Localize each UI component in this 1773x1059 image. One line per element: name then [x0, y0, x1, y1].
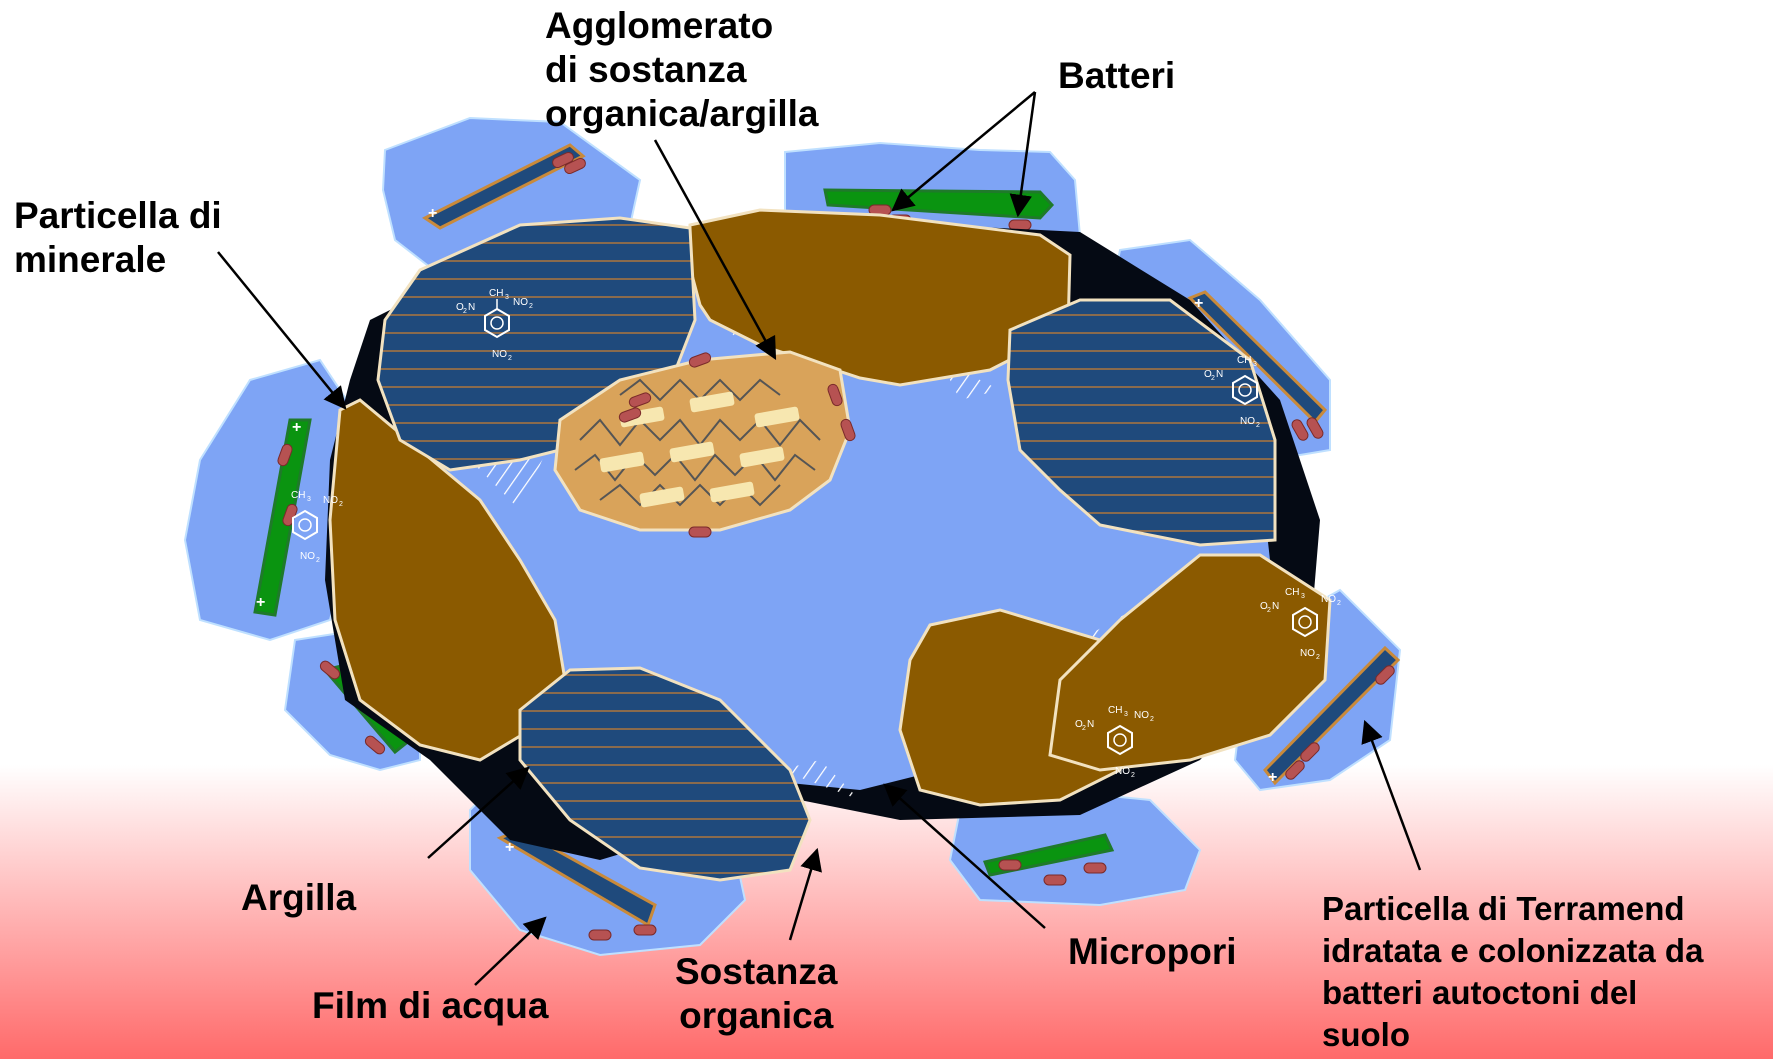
label-particella-terramend: Particella di Terramend idratata e colon… [1322, 888, 1703, 1056]
svg-text:3: 3 [307, 496, 311, 503]
svg-text:+: + [256, 594, 265, 611]
svg-text:3: 3 [1301, 593, 1305, 600]
svg-text:2: 2 [1150, 716, 1154, 723]
svg-text:+: + [1268, 769, 1277, 786]
svg-text:CH: CH [1237, 355, 1251, 366]
svg-text:NO: NO [1321, 594, 1336, 605]
label-agglomerato: Agglomerato di sostanza organica/argilla [545, 4, 819, 136]
svg-text:2: 2 [1082, 725, 1086, 732]
svg-text:N: N [468, 302, 475, 313]
svg-text:N: N [1272, 601, 1279, 612]
svg-text:NO: NO [300, 551, 315, 562]
svg-text:CH: CH [489, 288, 503, 299]
svg-text:+: + [428, 205, 437, 222]
svg-text:CH: CH [1108, 705, 1122, 716]
svg-text:2: 2 [339, 501, 343, 508]
svg-text:+: + [292, 419, 301, 436]
svg-text:NO: NO [513, 297, 528, 308]
label-batteri: Batteri [1058, 54, 1175, 98]
svg-text:NO: NO [323, 495, 338, 506]
svg-text:2: 2 [529, 303, 533, 310]
svg-text:N: N [1216, 369, 1223, 380]
svg-text:2: 2 [1256, 422, 1260, 429]
svg-text:2: 2 [1267, 607, 1271, 614]
label-sostanza-organica: Sostanza organica [675, 950, 837, 1038]
svg-text:2: 2 [508, 355, 512, 362]
label-particella-minerale: Particella di minerale [14, 194, 222, 282]
svg-text:3: 3 [1253, 361, 1257, 368]
svg-text:CH: CH [291, 490, 305, 501]
svg-text:2: 2 [316, 557, 320, 564]
svg-text:NO: NO [1134, 710, 1149, 721]
svg-text:NO: NO [1115, 766, 1130, 777]
svg-text:CH: CH [1285, 587, 1299, 598]
label-film-acqua: Film di acqua [312, 984, 548, 1028]
label-micropori: Micropori [1068, 930, 1237, 974]
svg-text:2: 2 [463, 308, 467, 315]
svg-text:2: 2 [1337, 600, 1341, 607]
svg-text:NO: NO [492, 349, 507, 360]
label-argilla: Argilla [241, 876, 356, 920]
svg-text:2: 2 [1316, 654, 1320, 661]
svg-text:+: + [505, 839, 514, 856]
svg-text:NO: NO [1240, 416, 1255, 427]
svg-text:NO: NO [1300, 648, 1315, 659]
svg-text:3: 3 [1124, 711, 1128, 718]
svg-text:2: 2 [1211, 375, 1215, 382]
svg-text:2: 2 [1131, 772, 1135, 779]
svg-text:3: 3 [505, 294, 509, 301]
svg-text:N: N [1087, 719, 1094, 730]
